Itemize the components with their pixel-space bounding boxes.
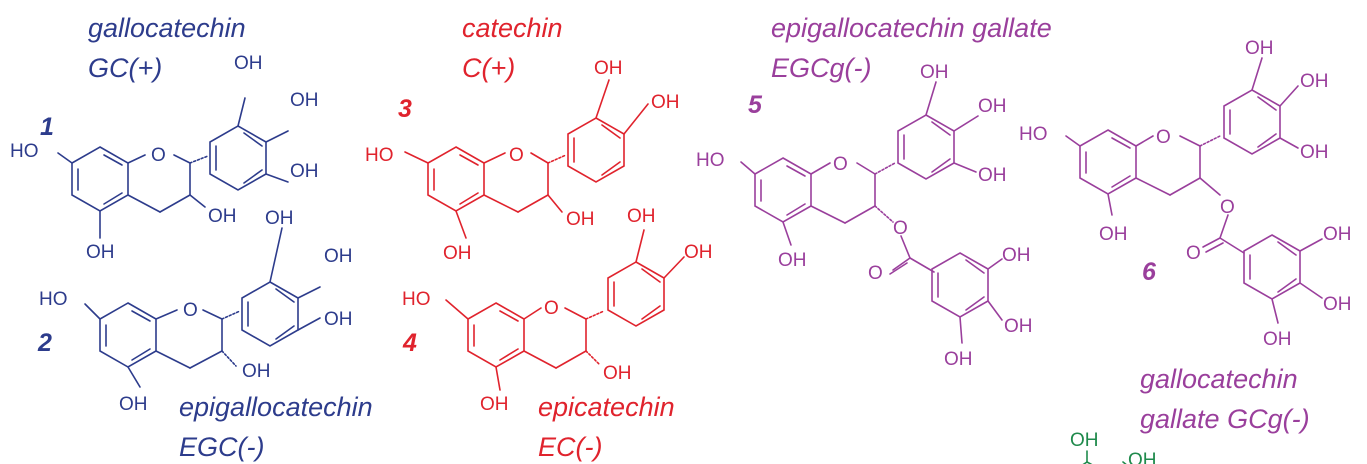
structure-5-oh-5: OH: [778, 250, 807, 271]
structure-6-galloyl-oh-4: OH: [1323, 294, 1352, 315]
structure-6-oh-4p: OH: [1300, 71, 1329, 92]
structure-1-oh-3p: OH: [234, 53, 263, 74]
structure-6-ho-7: HO: [1019, 124, 1048, 145]
structure-1-oh-5: OH: [86, 242, 115, 263]
structure-5-epigallocatechin-gallate: O HO OH O O OH OH OH OH OH OH 5 epigallo…: [696, 13, 1052, 370]
structure-4-ring-oxygen: O: [544, 298, 559, 319]
structure-5-oh-4p: OH: [978, 96, 1007, 117]
structure-6-oh-3p: OH: [1245, 38, 1274, 59]
structure-3-ring-oxygen: O: [509, 145, 524, 166]
structure-5-oh-3p: OH: [920, 62, 949, 83]
structure-2-oh-5p: OH: [324, 309, 353, 330]
compound-number-1: 1: [40, 113, 54, 141]
structure-2-epigallocatechin: O HO OH OH OH OH OH 2 epigallocatechin E…: [37, 208, 373, 462]
structure-5-ho-7: HO: [696, 150, 725, 171]
structure-6-ester-oxygen: O: [1220, 197, 1235, 218]
structure-5-galloyl-oh-3: OH: [1002, 245, 1031, 266]
structure-fragment-green: OH OH: [1070, 430, 1157, 464]
structure-3-oh-3p: OH: [594, 58, 623, 79]
structure-4-bonds: [445, 229, 685, 391]
compound-name-3: catechin: [462, 13, 563, 43]
compound-number-3: 3: [398, 95, 412, 123]
structure-3-catechin: O HO OH OH OH OH 3 catechin C(+): [365, 13, 680, 264]
structure-5-galloyl-oh-4: OH: [1004, 316, 1033, 337]
structure-4-oh-5: OH: [480, 394, 509, 415]
structure-4-ho-7: HO: [402, 289, 431, 310]
compound-number-5: 5: [748, 91, 763, 119]
structure-2-ring-oxygen: O: [183, 300, 198, 321]
structure-fragment-oh-top: OH: [1070, 430, 1099, 451]
structure-6-ring-oxygen: O: [1156, 127, 1171, 148]
compound-name-5: epigallocatechin gallate: [771, 13, 1052, 43]
compound-abbrev-6: gallate GCg(-): [1140, 404, 1310, 434]
structure-fragment-bonds: [1082, 450, 1127, 464]
structure-6-galloyl-oh-3: OH: [1323, 224, 1352, 245]
structure-3-oh-4p: OH: [651, 92, 680, 113]
structure-5-bonds: [740, 81, 1003, 344]
structure-5-oh-5p: OH: [978, 165, 1007, 186]
structure-2-oh-3: OH: [242, 361, 271, 382]
compound-abbrev-2: EGC(-): [179, 432, 264, 462]
compound-abbrev-3: C(+): [462, 53, 515, 83]
structure-6-oh-5: OH: [1099, 224, 1128, 245]
structure-6-carbonyl-oxygen: O: [1186, 243, 1201, 264]
structure-6-gallocatechin-gallate: O HO OH O O OH OH OH OH OH OH 6 gallocat…: [1019, 38, 1352, 434]
structure-6-galloyl-oh-5: OH: [1263, 329, 1292, 350]
compound-name-6: gallocatechin: [1140, 364, 1298, 394]
structure-3-oh-5: OH: [443, 243, 472, 264]
structure-3-bonds: [404, 79, 649, 239]
structure-1-oh-5p: OH: [290, 161, 319, 182]
structure-fragment-oh-right: OH: [1128, 450, 1157, 464]
compound-number-2: 2: [37, 329, 52, 357]
structure-6-oh-5p: OH: [1300, 142, 1329, 163]
compound-abbrev-4: EC(-): [538, 432, 602, 462]
structure-4-epicatechin: O HO OH OH OH OH 4 epicatechin EC(-): [402, 206, 713, 462]
compound-name-1: gallocatechin: [88, 13, 246, 43]
structure-2-oh-4p: OH: [324, 246, 353, 267]
structure-4-oh-4p: OH: [684, 242, 713, 263]
compound-number-4: 4: [402, 329, 417, 357]
structure-5-carbonyl-oxygen: O: [868, 263, 883, 284]
structure-4-oh-3p: OH: [627, 206, 656, 227]
structure-4-oh-3: OH: [603, 363, 632, 384]
compound-abbrev-1: GC(+): [88, 53, 162, 83]
compound-name-2: epigallocatechin: [179, 392, 373, 422]
structure-5-galloyl-oh-5: OH: [944, 349, 973, 370]
structure-2-ho-7: HO: [39, 289, 68, 310]
structure-2-oh-3p: OH: [265, 208, 294, 229]
structure-5-ring-oxygen: O: [833, 154, 848, 175]
structure-3-ho-7: HO: [365, 145, 394, 166]
structure-1-ho-7: HO: [10, 141, 39, 162]
compound-name-4: epicatechin: [538, 392, 675, 422]
compound-number-6: 6: [1142, 258, 1157, 286]
structure-3-oh-3: OH: [566, 209, 595, 230]
structure-1-ring-oxygen: O: [151, 145, 166, 166]
structure-2-bonds: [84, 227, 321, 388]
structure-5-ester-oxygen: O: [893, 218, 908, 239]
structure-1-gallocatechin: O HO OH OH OH OH OH 1 gallocatechin GC(+…: [10, 13, 319, 263]
structure-6-bonds: [1065, 57, 1323, 324]
structure-1-bonds: [57, 97, 289, 239]
structure-2-oh-5: OH: [119, 394, 148, 415]
structure-1-oh-3: OH: [208, 206, 237, 227]
compound-abbrev-5: EGCg(-): [771, 53, 872, 83]
structure-1-oh-4p: OH: [290, 90, 319, 111]
